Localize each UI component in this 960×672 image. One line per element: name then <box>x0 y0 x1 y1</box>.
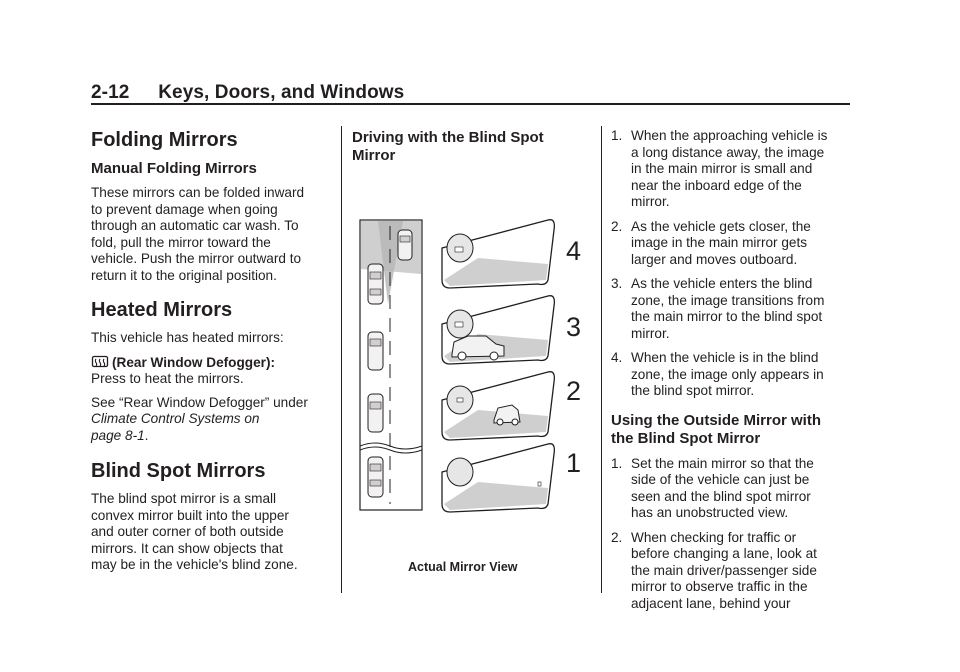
numbered-list-1: 1. When the approaching vehicle is a lon… <box>611 128 856 400</box>
list-number: 2. <box>611 218 623 234</box>
mirror-view-1 <box>441 443 556 513</box>
text-line: Set the main mirror so that the <box>631 455 814 471</box>
text-line: the main driver/passenger side <box>631 562 817 578</box>
road-diagram <box>359 219 423 511</box>
text-line: The blind spot mirror is a small <box>91 491 277 506</box>
text-line: When checking for traffic or <box>631 529 797 545</box>
section-title-folding: Folding Mirrors <box>91 129 238 151</box>
column-divider-1 <box>341 126 342 593</box>
list-number: 2. <box>611 529 623 545</box>
list-item: 3. As the vehicle enters the blind zone,… <box>611 276 856 342</box>
text-line: When the approaching vehicle is <box>631 128 828 143</box>
list-item: 2. When checking for traffic or before c… <box>611 530 856 613</box>
text-line: may be in the vehicle's blind zone. <box>91 557 298 572</box>
list-number: 4. <box>611 350 623 365</box>
heated-body: This vehicle has heated mirrors: <box>91 330 284 345</box>
list-number: 3. <box>611 276 623 291</box>
figure-number-3: 3 <box>566 312 581 342</box>
title-line: Mirror <box>352 147 396 164</box>
text-line: adjacent lane, behind your <box>631 595 791 611</box>
header-rule <box>91 103 850 105</box>
blind-spot-figure: 4 3 2 1 <box>359 219 581 513</box>
text-line: before changing a lane, look at <box>631 546 817 561</box>
text-line: zone, the image only appears in <box>631 366 824 382</box>
defog-line: (Rear Window Defogger): <box>91 355 336 372</box>
column-3: 1. When the approaching vehicle is a lon… <box>611 128 856 612</box>
text-line: These mirrors can be folded inward <box>91 185 305 200</box>
title-line: Using the Outside Mirror with <box>611 411 822 429</box>
text-line: As the vehicle gets closer, the <box>631 218 811 234</box>
text-line: through an automatic car wash. To <box>91 218 299 233</box>
mirror-view-4 <box>441 219 556 289</box>
text-line: and outer corner of both outside <box>91 524 284 539</box>
figure-number-2: 2 <box>566 376 581 406</box>
approaching-car <box>451 335 505 361</box>
text-line: near the inboard edge of the <box>631 177 802 193</box>
figure-caption: Actual Mirror View <box>408 560 518 574</box>
text-line: When the vehicle is in the blind <box>631 350 819 365</box>
text-line: vehicle. Push the mirror outward to <box>91 251 302 266</box>
title-line: the Blind Spot Mirror <box>611 429 761 447</box>
mirror-view-2 <box>441 371 556 441</box>
title-line: Driving with the Blind Spot <box>352 129 544 146</box>
text-line: side of the vehicle can just be <box>631 472 810 487</box>
text-line: mirror. <box>631 194 670 209</box>
see-end: . <box>144 427 149 443</box>
page-ref-link[interactable]: page 8-1 <box>91 427 145 443</box>
see-also: See “Rear Window Defogger” under Climate… <box>91 395 336 445</box>
defog-body: Press to heat the mirrors. <box>91 371 244 386</box>
text-line: seen and the blind spot mirror <box>631 488 811 504</box>
list-item: 2. As the vehicle gets closer, the image… <box>611 219 856 269</box>
section-title-driving: Driving with the Blind Spot Mirror <box>352 129 597 165</box>
approaching-car <box>493 404 521 426</box>
text-line: image in the main mirror gets <box>631 235 808 250</box>
text-line: a long distance away, the image <box>631 144 825 160</box>
page-number: 2-12 <box>91 82 130 103</box>
section-title-heated: Heated Mirrors <box>91 299 233 321</box>
section-title-using: Using the Outside Mirror with the Blind … <box>611 412 856 448</box>
climate-control-link[interactable]: Climate Control Systems on <box>91 411 260 426</box>
list-item: 1. When the approaching vehicle is a lon… <box>611 128 856 211</box>
list-number: 1. <box>611 128 623 143</box>
own-vehicle-2 <box>367 331 384 371</box>
text-line: As the vehicle enters the blind <box>631 276 813 291</box>
text-line: See “Rear Window Defogger” under <box>91 394 308 410</box>
chapter-title: Keys, Doors, and Windows <box>158 82 405 103</box>
manual-body: These mirrors can be folded inward to pr… <box>91 185 336 284</box>
list-item: 1. Set the main mirror so that the side … <box>611 456 856 522</box>
own-vehicle-top <box>367 263 384 305</box>
text-line: to prevent damage when going <box>91 201 278 217</box>
numbered-list-2: 1. Set the main mirror so that the side … <box>611 456 856 613</box>
text-line: return it to the original position. <box>91 267 277 283</box>
column-divider-2 <box>601 126 602 593</box>
page-header: 2-12 Keys, Doors, and Windows <box>91 82 404 104</box>
own-vehicle-3 <box>367 393 384 433</box>
text-line: zone, the image transitions from <box>631 292 825 308</box>
text-line: larger and moves outboard. <box>631 251 798 267</box>
list-item: 4. When the vehicle is in the blind zone… <box>611 350 856 400</box>
vehicle-4 <box>397 229 413 261</box>
column-2: Driving with the Blind Spot Mirror <box>352 129 597 165</box>
list-number: 1. <box>611 455 623 471</box>
text-line: the main mirror to the blind spot <box>631 309 823 324</box>
text-line: the blind spot mirror. <box>631 383 755 398</box>
mirror-view-3 <box>441 295 556 365</box>
figure-number-1: 1 <box>566 448 581 478</box>
defog-label: (Rear Window Defogger): <box>112 354 275 370</box>
rear-defogger-icon <box>91 355 109 371</box>
figure-number-4: 4 <box>566 236 581 266</box>
section-title-blind-spot: Blind Spot Mirrors <box>91 460 266 482</box>
column-1: Folding Mirrors Manual Folding Mirrors T… <box>91 128 336 574</box>
text-line: mirrors. It can show objects that <box>91 540 283 556</box>
text-line: has an unobstructed view. <box>631 505 789 520</box>
subsection-title-manual: Manual Folding Mirrors <box>91 160 257 177</box>
text-line: in the main mirror is small and <box>631 161 813 176</box>
text-line: convex mirror built into the upper <box>91 507 289 523</box>
own-vehicle-bottom <box>367 456 384 498</box>
text-line: mirror to observe traffic in the <box>631 579 808 594</box>
text-line: mirror. <box>631 325 670 341</box>
blind-spot-body: The blind spot mirror is a small convex … <box>91 491 336 574</box>
text-line: fold, pull the mirror toward the <box>91 234 271 250</box>
